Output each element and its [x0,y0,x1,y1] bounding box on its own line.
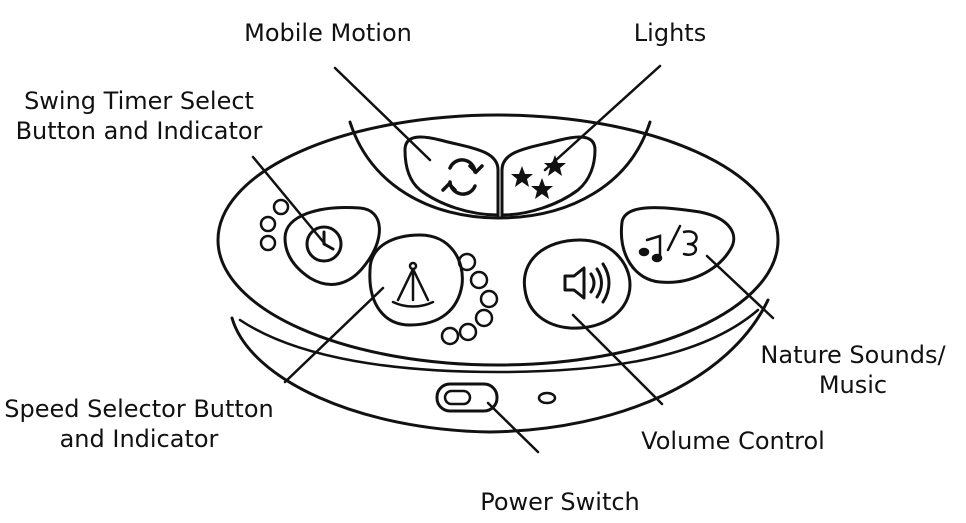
nature-sounds-button[interactable] [619,206,736,284]
stars-icon [511,155,566,199]
leader-power-switch [486,401,540,454]
speaker-hole [537,391,557,405]
speed-selector-button[interactable] [368,233,464,327]
pendulum-icon [391,261,435,308]
label-speed-selector-line1: Speed Selector Button [4,395,274,423]
power-switch[interactable] [435,382,499,413]
label-mobile-motion: Mobile Motion [244,19,412,47]
top-panel-arc [348,120,652,220]
speaker-icon [563,262,611,304]
label-nature-sounds-line1: Nature Sounds/ [760,341,946,369]
label-swing-timer-line1: Swing Timer Select [24,87,254,115]
leader-speed-selector [283,286,385,384]
device-base [230,298,770,434]
music-note-icon [638,224,698,263]
label-speed-selector-line2: and Indicator [59,425,219,453]
lights-button[interactable] [500,135,597,217]
device-top-shell [216,113,780,367]
label-swing-timer-line2: Button and Indicator [15,117,263,145]
leader-nature-sounds [705,254,775,320]
label-lights: Lights [633,19,707,47]
volume-control-button[interactable] [522,238,632,330]
leader-lights [543,64,662,172]
mobile-motion-button[interactable] [403,135,500,217]
circular-arrows-icon [441,158,484,196]
swing-timer-indicator [259,198,290,252]
leader-volume [571,313,664,406]
label-nature-sounds-line2: Music [818,371,888,399]
swing-timer-button[interactable] [283,205,381,286]
label-volume-control: Volume Control [641,427,825,455]
leader-mobile-motion [333,66,432,162]
leader-swing-timer [251,155,327,246]
device-rim [238,308,760,374]
speed-indicator [440,252,499,346]
label-power-switch: Power Switch [480,488,640,516]
